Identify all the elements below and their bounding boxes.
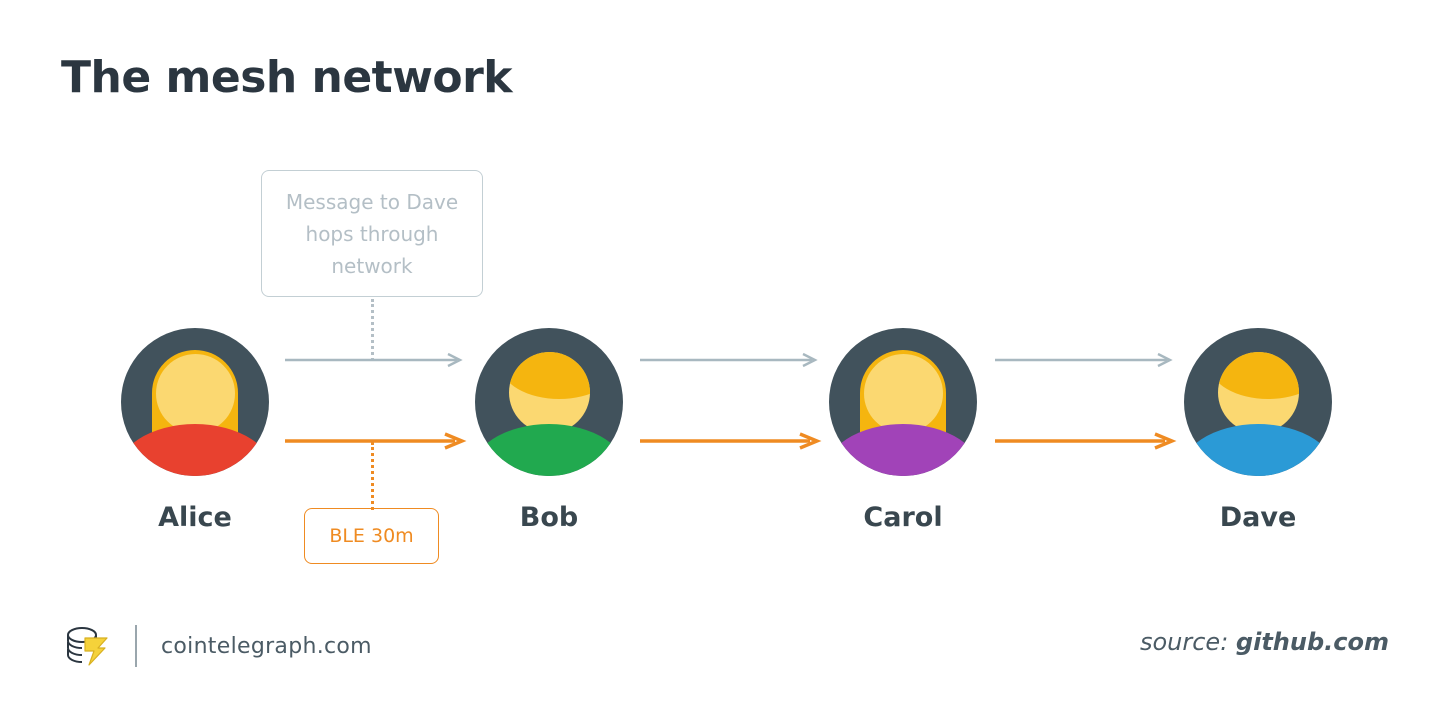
node-label-carol: Carol [863, 502, 943, 533]
callout-message-to-dave: Message to Dave hops through network [261, 170, 483, 297]
message-arrow-alice-bob [285, 352, 466, 368]
avatar-shoulders [121, 424, 269, 476]
avatar-face [864, 354, 943, 433]
cointelegraph-logo-icon [61, 623, 115, 669]
node-bob[interactable]: Bob [475, 328, 623, 533]
node-label-alice: Alice [158, 502, 232, 533]
node-alice[interactable]: Alice [121, 328, 269, 533]
message-arrow-carol-dave [995, 352, 1176, 368]
node-label-dave: Dave [1219, 502, 1297, 533]
avatar-dave [1184, 328, 1332, 476]
avatar-face [156, 354, 235, 433]
ble-arrow-alice-bob [285, 432, 467, 450]
dotted-connector-message [371, 299, 374, 361]
callout-message-line-3: network [331, 253, 413, 278]
page-title: The mesh network [61, 52, 513, 103]
node-dave[interactable]: Dave [1184, 328, 1332, 533]
avatar-carol [829, 328, 977, 476]
avatar-shoulders [475, 424, 623, 476]
ble-arrow-carol-dave [995, 432, 1177, 450]
node-carol[interactable]: Carol [829, 328, 977, 533]
node-label-bob: Bob [519, 502, 579, 533]
footer-brand: cointelegraph.com [61, 620, 372, 672]
footer-divider [135, 625, 137, 667]
avatar-shoulders [829, 424, 977, 476]
footer-site-url[interactable]: cointelegraph.com [161, 633, 372, 659]
avatar-shoulders [1184, 424, 1332, 476]
callout-message-line-1: Message to Dave [285, 189, 459, 214]
avatar-bob [475, 328, 623, 476]
ble-arrow-bob-carol [640, 432, 822, 450]
footer-source: source: github.com [1140, 628, 1389, 656]
footer-source-prefix: source: [1139, 628, 1229, 656]
footer-source-name[interactable]: github.com [1235, 628, 1389, 656]
message-arrow-bob-carol [640, 352, 821, 368]
callout-message-line-2: hops through [305, 221, 439, 246]
dotted-connector-ble [371, 442, 374, 510]
avatar-alice [121, 328, 269, 476]
callout-ble-range: BLE 30m [304, 508, 439, 564]
